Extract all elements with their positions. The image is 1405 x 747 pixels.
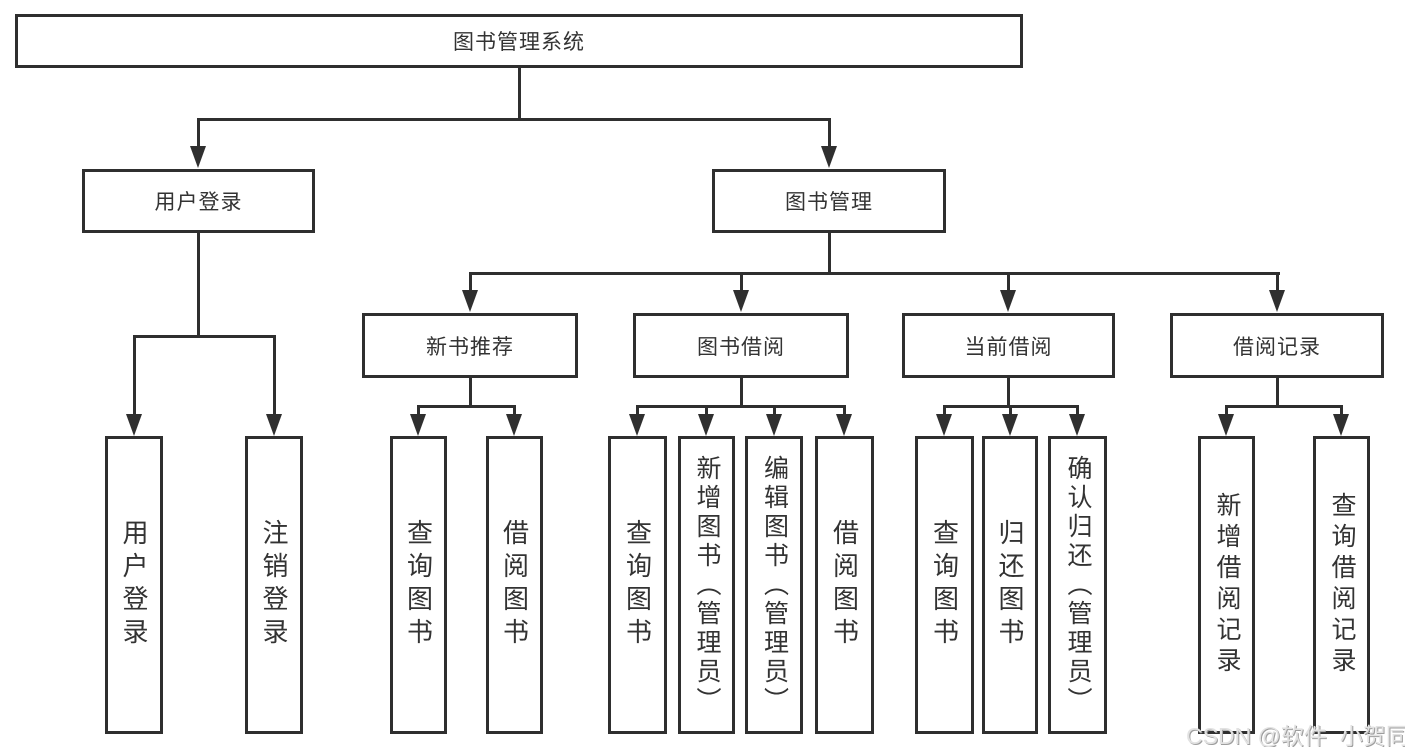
connector-arrowhead: [936, 414, 952, 436]
leaf-borrow-books-recommend: 借阅图书: [486, 436, 543, 734]
leaf-label: 新增借阅记录: [1213, 492, 1241, 678]
leaf-label: 注销登录: [259, 519, 289, 651]
node-book-management: 图书管理: [712, 169, 946, 233]
connector-hline: [469, 272, 1280, 275]
connector-hline: [417, 405, 516, 408]
node-current-borrowing: 当前借阅: [902, 313, 1115, 378]
connector-vline: [773, 405, 776, 416]
connector-arrowhead: [1069, 414, 1085, 436]
connector-vline: [828, 118, 831, 148]
connector-arrowhead: [629, 414, 645, 436]
leaf-query-books-recommend: 查询图书: [390, 436, 447, 734]
connector-arrowhead: [266, 414, 282, 436]
connector-vline: [1007, 378, 1010, 407]
connector-vline: [843, 405, 846, 416]
connector-hline: [133, 335, 276, 338]
connector-hline: [1225, 405, 1343, 408]
connector-arrowhead: [462, 290, 478, 312]
connector-hline: [197, 118, 830, 121]
leaf-add-book-admin: 新增图书（管理员）: [678, 436, 735, 734]
connector-vline: [1276, 378, 1279, 407]
leaf-label: 借阅图书: [829, 519, 860, 651]
connector-vline: [1225, 405, 1228, 416]
node-label: 当前借阅: [964, 335, 1053, 359]
connector-vline: [469, 378, 472, 407]
node-label: 借阅记录: [1233, 335, 1321, 359]
leaf-query-books-borrow: 查询图书: [608, 436, 667, 734]
leaf-label: 查询图书: [929, 519, 960, 651]
connector-arrowhead: [733, 290, 749, 312]
csdn-watermark: CSDN @软件_小贺同学: [1186, 723, 1405, 747]
connector-vline: [197, 233, 200, 337]
connector-vline: [518, 68, 521, 120]
connector-vline: [828, 233, 831, 274]
connector-arrowhead: [1000, 290, 1016, 312]
connector-arrowhead: [1002, 414, 1018, 436]
leaf-confirm-return-admin: 确认归还（管理员）: [1048, 436, 1107, 734]
node-label: 新书推荐: [426, 335, 514, 359]
leaf-label: 确认归还（管理员）: [1064, 454, 1092, 716]
connector-vline: [1276, 272, 1279, 291]
connector-hline: [636, 405, 846, 408]
connector-vline: [417, 405, 420, 416]
node-book-borrowing: 图书借阅: [633, 313, 849, 378]
connector-arrowhead: [126, 414, 142, 436]
leaf-label: 归还图书: [995, 519, 1025, 651]
node-label: 图书借阅: [697, 335, 785, 359]
connector-arrowhead: [1269, 290, 1285, 312]
connector-arrowhead: [836, 414, 852, 436]
connector-vline: [1340, 405, 1343, 416]
leaf-borrow-books: 借阅图书: [815, 436, 874, 734]
leaf-query-borrow-record: 查询借阅记录: [1313, 436, 1370, 734]
connector-vline: [740, 378, 743, 407]
leaf-add-borrow-record: 新增借阅记录: [1198, 436, 1255, 734]
leaf-label: 查询图书: [622, 519, 653, 651]
leaf-label: 查询图书: [403, 519, 434, 651]
node-user-login: 用户登录: [82, 169, 315, 233]
leaf-query-books-current: 查询图书: [915, 436, 974, 734]
connector-vline: [1007, 272, 1010, 291]
leaf-label: 新增图书（管理员）: [693, 454, 721, 716]
node-new-book-recommendation: 新书推荐: [362, 313, 578, 378]
leaf-label: 用户登录: [119, 519, 149, 651]
connector-vline: [636, 405, 639, 416]
connector-arrowhead: [190, 146, 206, 168]
connector-arrowhead: [410, 414, 426, 436]
leaf-label: 查询借阅记录: [1328, 492, 1356, 678]
node-label: 图书管理: [785, 191, 873, 214]
connector-vline: [273, 335, 276, 416]
connector-arrowhead: [1218, 414, 1234, 436]
connector-vline: [133, 335, 136, 416]
leaf-label: 编辑图书（管理员）: [760, 454, 789, 716]
connector-arrowhead: [698, 414, 714, 436]
leaf-return-book: 归还图书: [982, 436, 1038, 734]
node-label: 用户登录: [154, 191, 243, 214]
leaf-logout: 注销登录: [245, 436, 303, 734]
connector-vline: [197, 118, 200, 148]
connector-arrowhead: [1333, 414, 1349, 436]
connector-vline: [943, 405, 946, 416]
node-borrowing-records: 借阅记录: [1170, 313, 1384, 378]
leaf-label: 借阅图书: [499, 519, 530, 651]
connector-vline: [513, 405, 516, 416]
connector-vline: [1009, 405, 1012, 416]
node-library-management-system: 图书管理系统: [15, 14, 1023, 68]
node-label: 图书管理系统: [453, 31, 585, 54]
connector-vline: [740, 272, 743, 291]
leaf-edit-book-admin: 编辑图书（管理员）: [745, 436, 803, 734]
connector-arrowhead: [506, 414, 522, 436]
connector-arrowhead: [821, 146, 837, 168]
connector-vline: [469, 272, 472, 291]
connector-vline: [705, 405, 708, 416]
connector-arrowhead: [766, 414, 782, 436]
connector-vline: [1076, 405, 1079, 416]
leaf-user-login: 用户登录: [105, 436, 163, 734]
